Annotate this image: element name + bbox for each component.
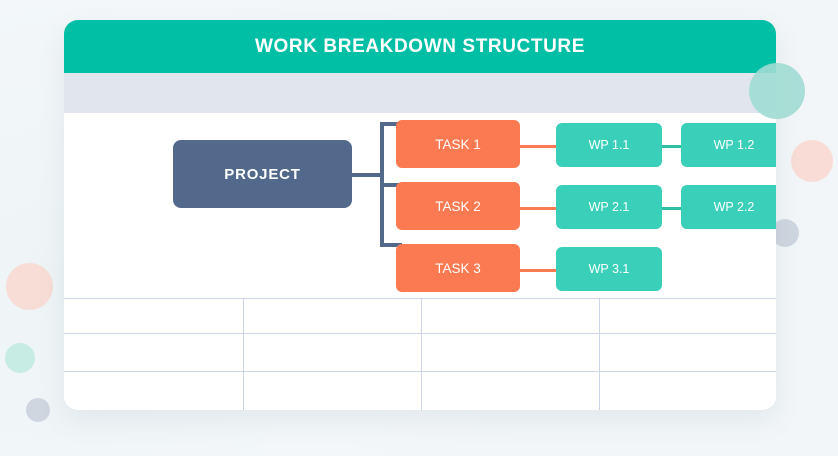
table-row-divider-1: [64, 298, 776, 299]
table-row[interactable]: [64, 372, 776, 410]
table-column-divider-2: [421, 298, 422, 410]
table-column-divider-3: [599, 298, 600, 410]
connector-spine-to-task-2: [380, 183, 402, 187]
connector-spine-to-task-3: [380, 243, 402, 247]
connector-wp-2-1-to-wp-2-2: [659, 207, 684, 210]
card-body: PROJECT TASK 1 TASK 2 TASK 3 WP 1.1 WP 1…: [64, 113, 776, 410]
card-subheader-bar: [64, 73, 776, 113]
wbs-node-wp-2-2[interactable]: WP 2.2: [681, 185, 776, 229]
circle-pink-right-icon: [791, 140, 833, 182]
table-row[interactable]: [64, 299, 776, 333]
wbs-node-task-1[interactable]: TASK 1: [396, 120, 520, 168]
card-header: WORK BREAKDOWN STRUCTURE: [64, 20, 776, 73]
wbs-card: WORK BREAKDOWN STRUCTURE PROJECT TASK 1 …: [64, 20, 776, 410]
connector-task-3-to-wp-3-1: [517, 269, 559, 272]
connector-spine-to-task-1: [380, 122, 402, 126]
wbs-node-task-3[interactable]: TASK 3: [396, 244, 520, 292]
connector-wp-1-1-to-wp-1-2: [659, 145, 684, 148]
wbs-node-wp-3-1[interactable]: WP 3.1: [556, 247, 662, 291]
connector-task-2-to-wp-2-1: [517, 207, 559, 210]
page-title: WORK BREAKDOWN STRUCTURE: [255, 35, 585, 57]
wbs-diagram: PROJECT TASK 1 TASK 2 TASK 3 WP 1.1 WP 1…: [64, 113, 776, 313]
wbs-node-wp-1-2[interactable]: WP 1.2: [681, 123, 776, 167]
data-table-grid: [64, 298, 776, 410]
wbs-node-task-2[interactable]: TASK 2: [396, 182, 520, 230]
table-row-divider-2: [64, 333, 776, 334]
circle-gray-left-icon: [26, 398, 50, 422]
circle-teal-top-right-icon: [749, 63, 805, 119]
circle-pink-left-icon: [6, 263, 53, 310]
wbs-node-wp-1-1[interactable]: WP 1.1: [556, 123, 662, 167]
wbs-node-project[interactable]: PROJECT: [173, 140, 352, 208]
circle-mint-left-icon: [5, 343, 35, 373]
wbs-node-wp-2-1[interactable]: WP 2.1: [556, 185, 662, 229]
table-row-divider-3: [64, 371, 776, 372]
table-row[interactable]: [64, 334, 776, 371]
table-column-divider-1: [243, 298, 244, 410]
connector-task-1-to-wp-1-1: [517, 145, 559, 148]
